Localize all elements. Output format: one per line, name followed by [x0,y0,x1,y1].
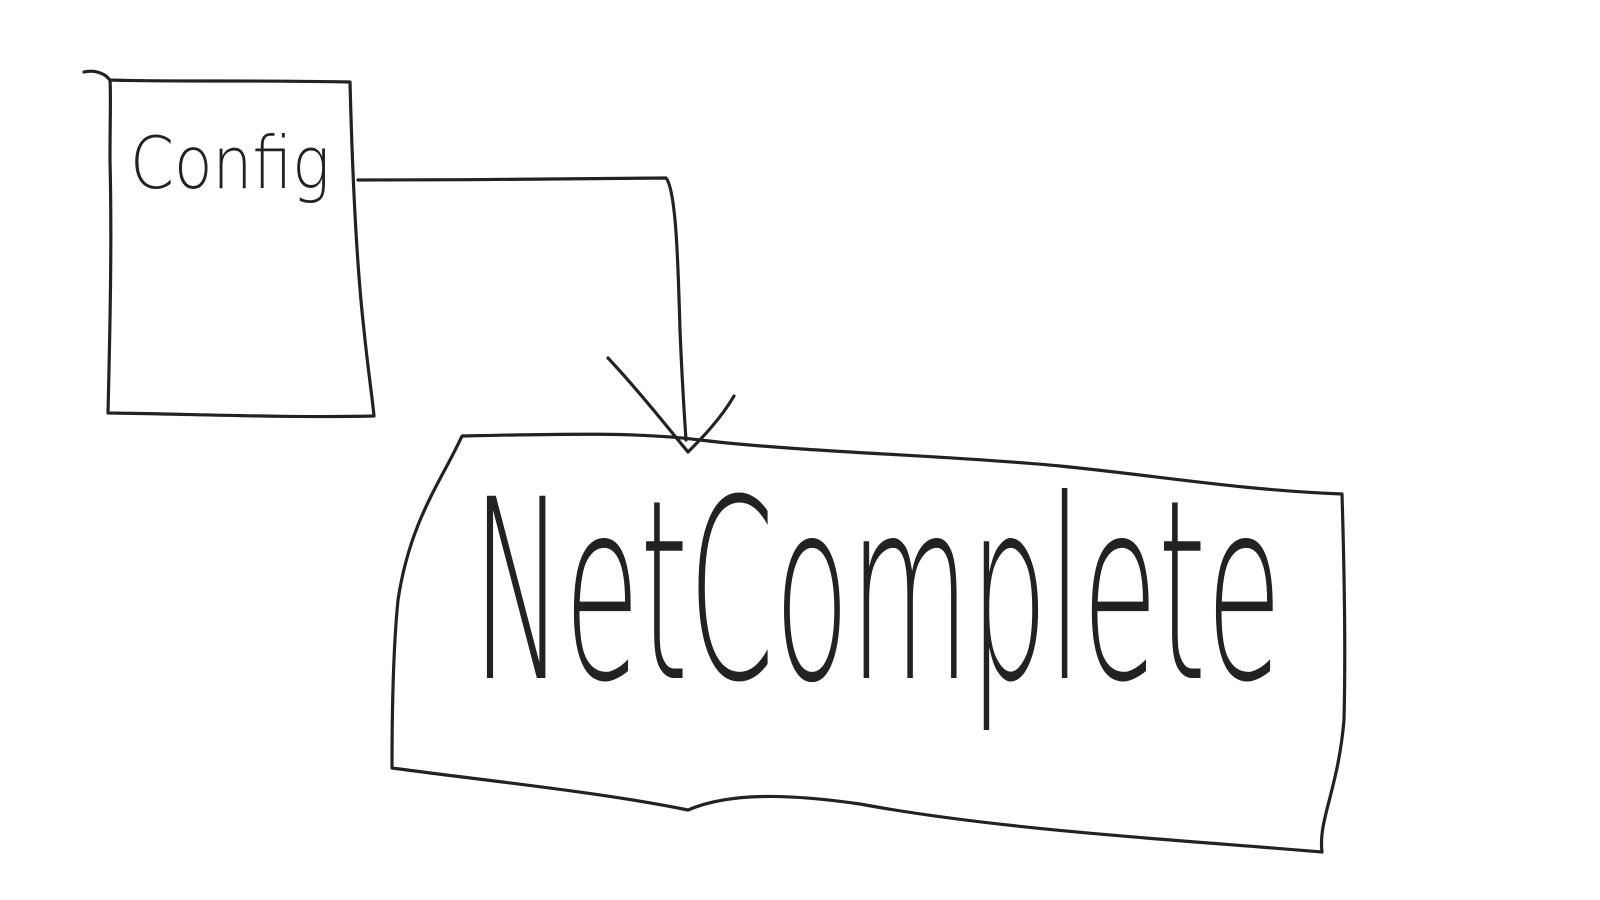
node-config-label: Config [130,121,330,205]
node-config: Config [82,69,376,419]
node-netcomplete-label: NetComplete [472,446,1282,737]
edge-config-to-netcomplete [356,176,736,454]
node-config-box [82,69,376,419]
node-netcomplete: NetComplete [390,432,1347,854]
node-netcomplete-box [390,432,1347,854]
edge-line [356,176,688,442]
arrowhead-icon [606,356,736,454]
